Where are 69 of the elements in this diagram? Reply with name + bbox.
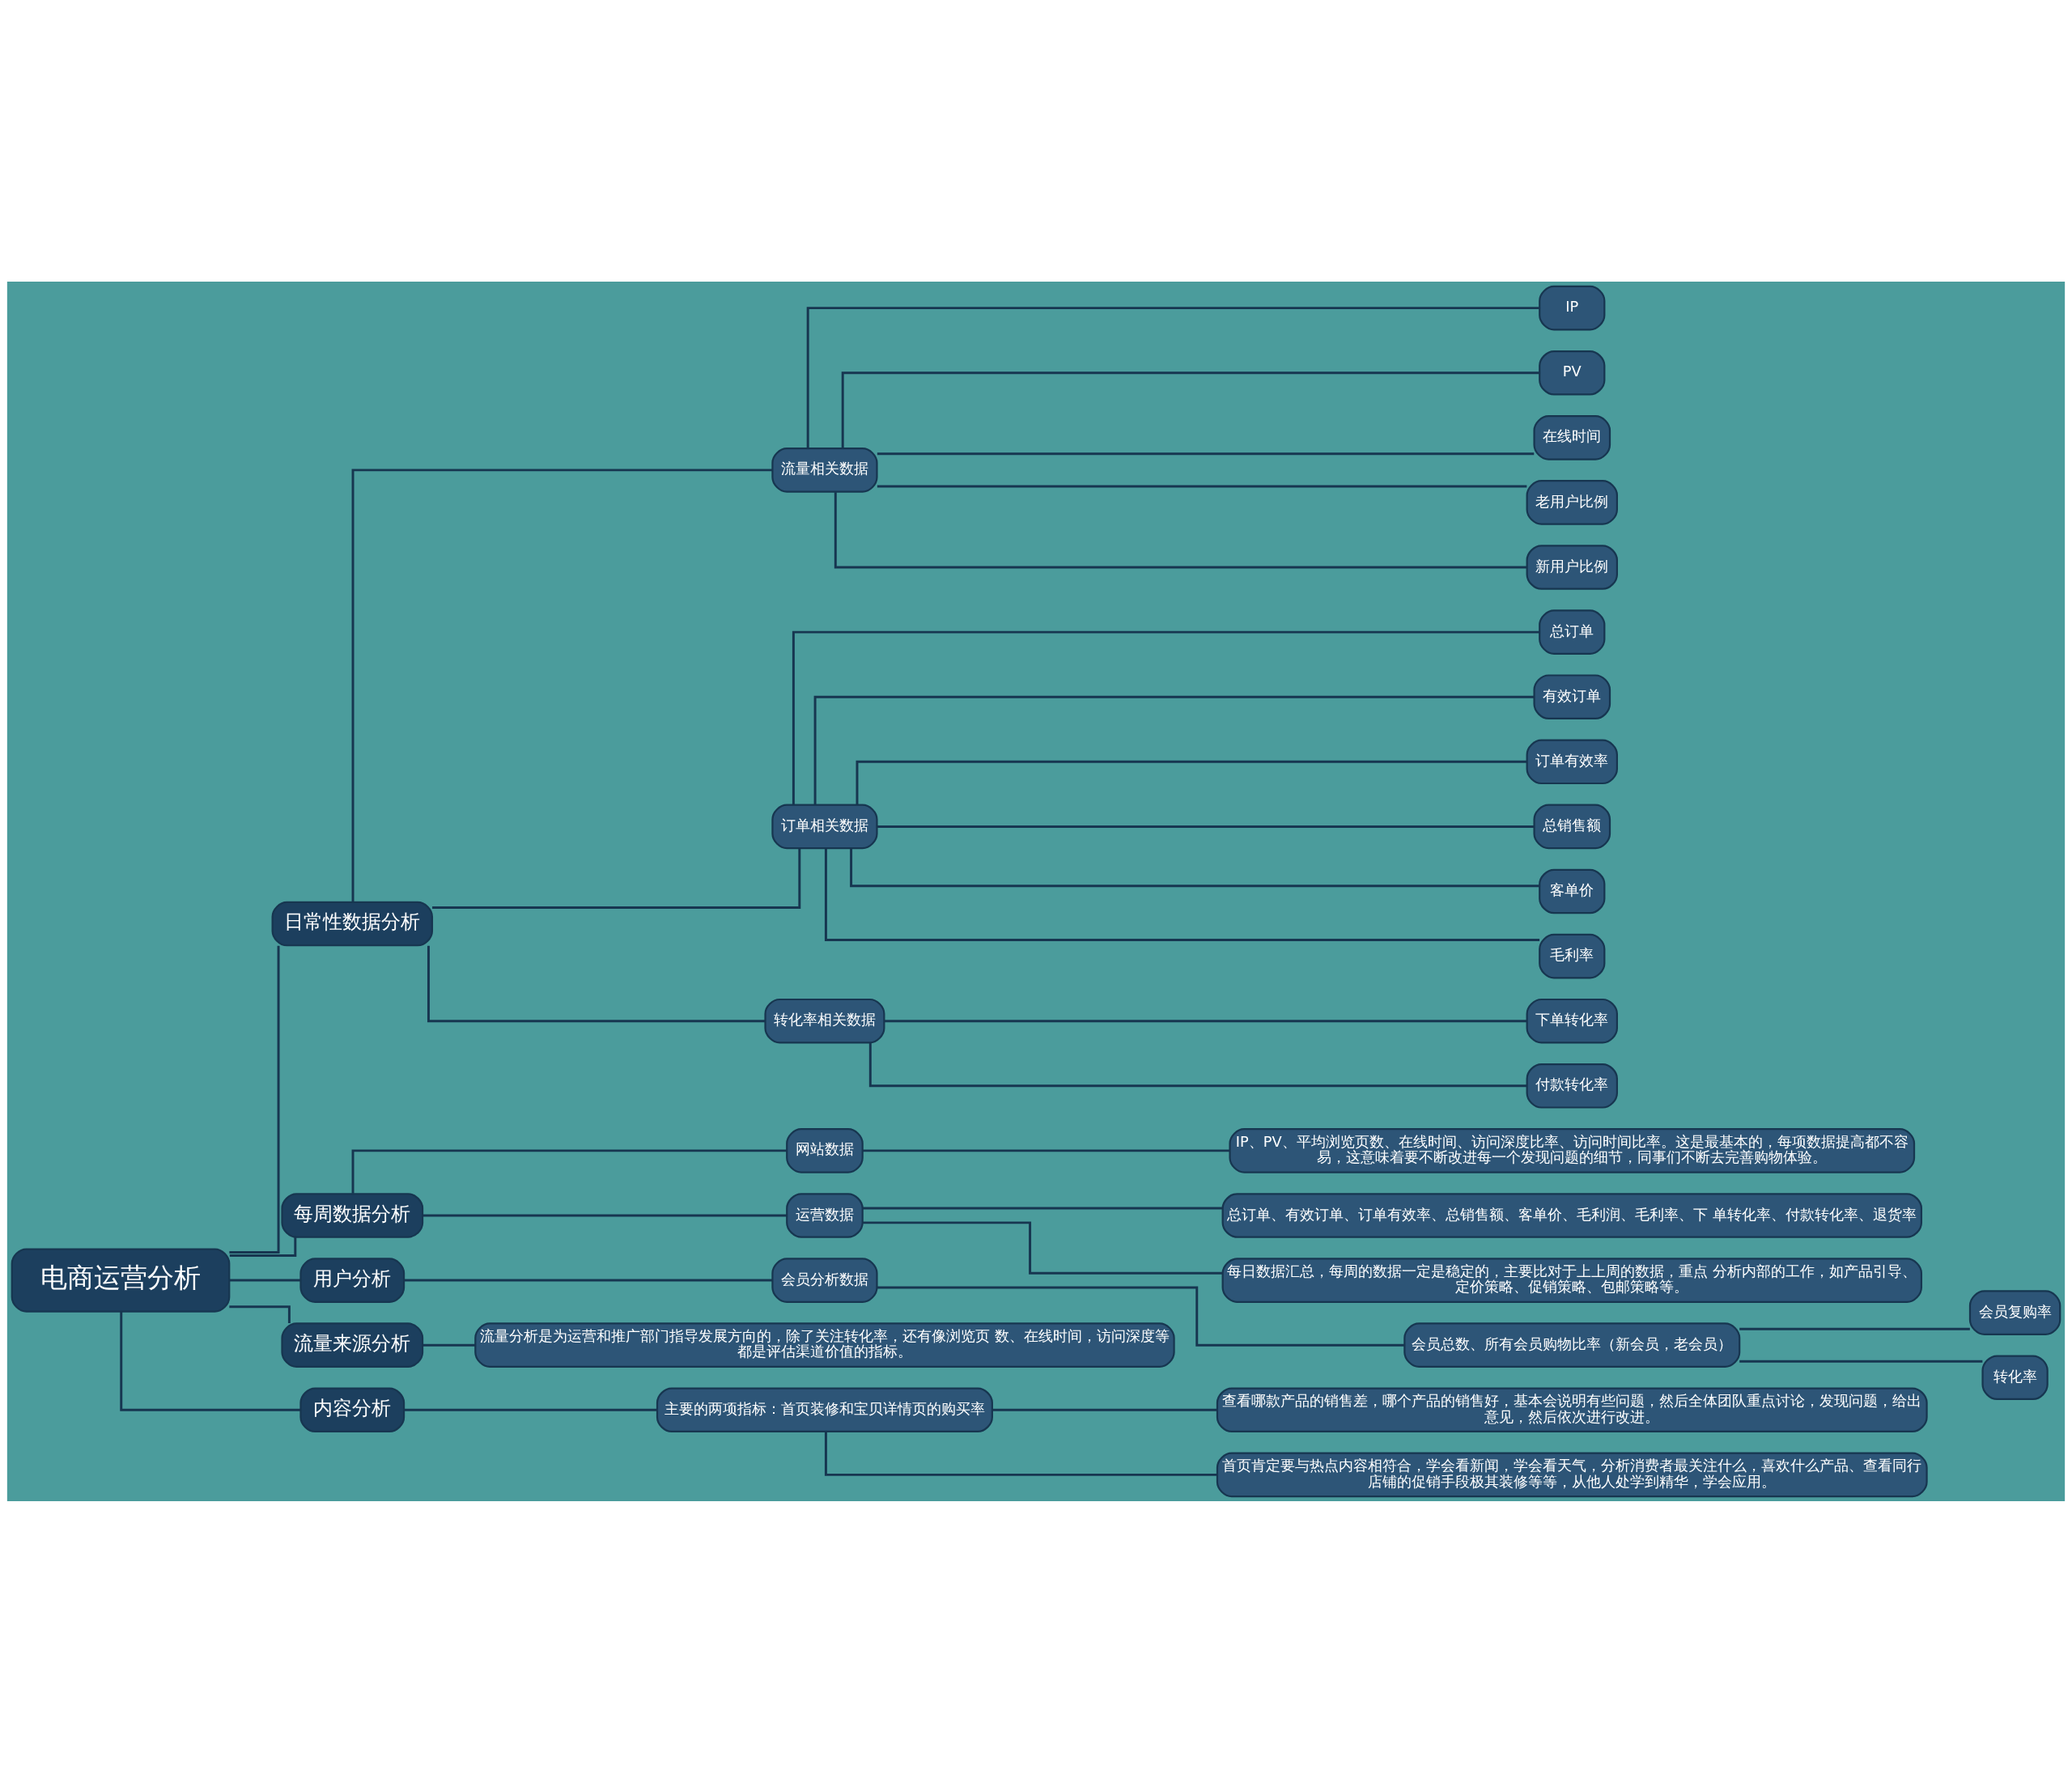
node-box: 会员总数、所有会员购物比率（新会员，老会员） — [1403, 1322, 1741, 1368]
connector — [992, 1408, 1217, 1411]
node-box: 每周数据分析 — [281, 1192, 424, 1238]
connector — [834, 491, 1527, 568]
connector — [351, 468, 773, 902]
node-box: 客单价 — [1539, 868, 1606, 914]
node-box: 网站数据 — [786, 1127, 864, 1173]
connector — [868, 1042, 1527, 1087]
connector — [120, 1311, 301, 1411]
connector — [824, 847, 1540, 941]
connector — [351, 1148, 787, 1194]
connector — [792, 630, 1540, 804]
node-box: 流量分析是为运营和推广部门指导发展方向的，除了关注转化率，还有像浏览页 数、在线时间，访问深度等都是评估渠道价值的指标。 — [474, 1322, 1175, 1368]
connector — [877, 452, 1535, 455]
node-box: 新用户比例 — [1526, 544, 1618, 590]
node-box: 转化率 — [1981, 1354, 2049, 1400]
node-box: 会员分析数据 — [771, 1257, 878, 1303]
node-box: 总订单 — [1539, 609, 1606, 655]
connector — [877, 484, 1527, 487]
connector — [863, 1207, 1223, 1210]
connector — [229, 1279, 301, 1282]
node-box: 总销售额 — [1533, 804, 1611, 849]
connector — [229, 1237, 297, 1257]
node-box: 转化率相关数据 — [764, 998, 885, 1043]
node-box: 电商运营分析 — [11, 1247, 231, 1313]
connector — [856, 760, 1527, 804]
connector — [841, 371, 1539, 448]
connector — [863, 1148, 1230, 1152]
node-box: 订单有效率 — [1526, 739, 1618, 784]
node-box: 毛利率 — [1539, 933, 1606, 978]
connector — [813, 695, 1535, 804]
node-box: 流量来源分析 — [281, 1322, 424, 1368]
connector — [229, 1305, 291, 1323]
connector — [806, 306, 1539, 448]
connector — [1739, 1360, 1983, 1363]
node-box: 每日数据汇总，每周的数据一定是稳定的，主要比对于上上周的数据，重点 分析内部的工作，如产品引导、定价策略、促销策略、包邮策略等。 — [1221, 1257, 1922, 1303]
node-box: 付款转化率 — [1526, 1063, 1618, 1109]
node-box: PV — [1539, 350, 1606, 396]
node-box: 老用户比例 — [1526, 479, 1618, 525]
connector — [1739, 1327, 1970, 1330]
connector — [229, 945, 280, 1254]
connector — [877, 1286, 1404, 1347]
node-box: 会员复购率 — [1968, 1289, 2061, 1335]
connector — [877, 825, 1535, 828]
connector — [824, 1431, 1217, 1476]
node-box: 总订单、有效订单、订单有效率、总销售额、客单价、毛利润、毛利率、下 单转化率、付款转化率、退货率 — [1221, 1192, 1922, 1238]
node-box: 内容分析 — [299, 1386, 405, 1432]
node-box: IP — [1539, 285, 1606, 330]
node-box: 在线时间 — [1533, 414, 1611, 460]
node-box: 首页肯定要与热点内容相符合，学会看新闻，学会看天气，分析消费者最关注什么，喜欢什么产品、查看同行店铺的促销手段极其装修等等，从他人处学到精华，学会应用。 — [1216, 1452, 1928, 1497]
connector — [422, 1343, 476, 1347]
node-box: 日常性数据分析 — [271, 901, 434, 946]
connector — [404, 1279, 773, 1282]
node-box: 有效订单 — [1533, 673, 1611, 719]
connector — [422, 1214, 787, 1216]
connector — [863, 1220, 1223, 1275]
connector — [850, 847, 1539, 887]
connector — [884, 1019, 1527, 1022]
connector — [427, 945, 766, 1022]
connector — [404, 1408, 657, 1411]
node-box: 下单转化率 — [1526, 998, 1618, 1043]
node-box: 主要的两项指标：首页装修和宝贝详情页的购买率 — [656, 1386, 993, 1432]
connector — [432, 847, 801, 909]
node-box: 用户分析 — [299, 1257, 405, 1303]
node-box: 运营数据 — [786, 1192, 864, 1238]
node-box: IP、PV、平均浏览页数、在线时间、访问深度比率、访问时间比率。这是最基本的，每项数据提高都不容易，这意味着要不断改进每一个发现问题的细节，同事们不断去完善购物体验。 — [1229, 1127, 1916, 1173]
node-box: 流量相关数据 — [771, 447, 878, 493]
node-box: 订单相关数据 — [771, 804, 878, 849]
node-box: 查看哪款产品的销售差，哪个产品的销售好，基本会说明有些问题，然后全体团队重点讨论，发现问题，给出意见，然后依次进行改进。 — [1216, 1386, 1928, 1432]
